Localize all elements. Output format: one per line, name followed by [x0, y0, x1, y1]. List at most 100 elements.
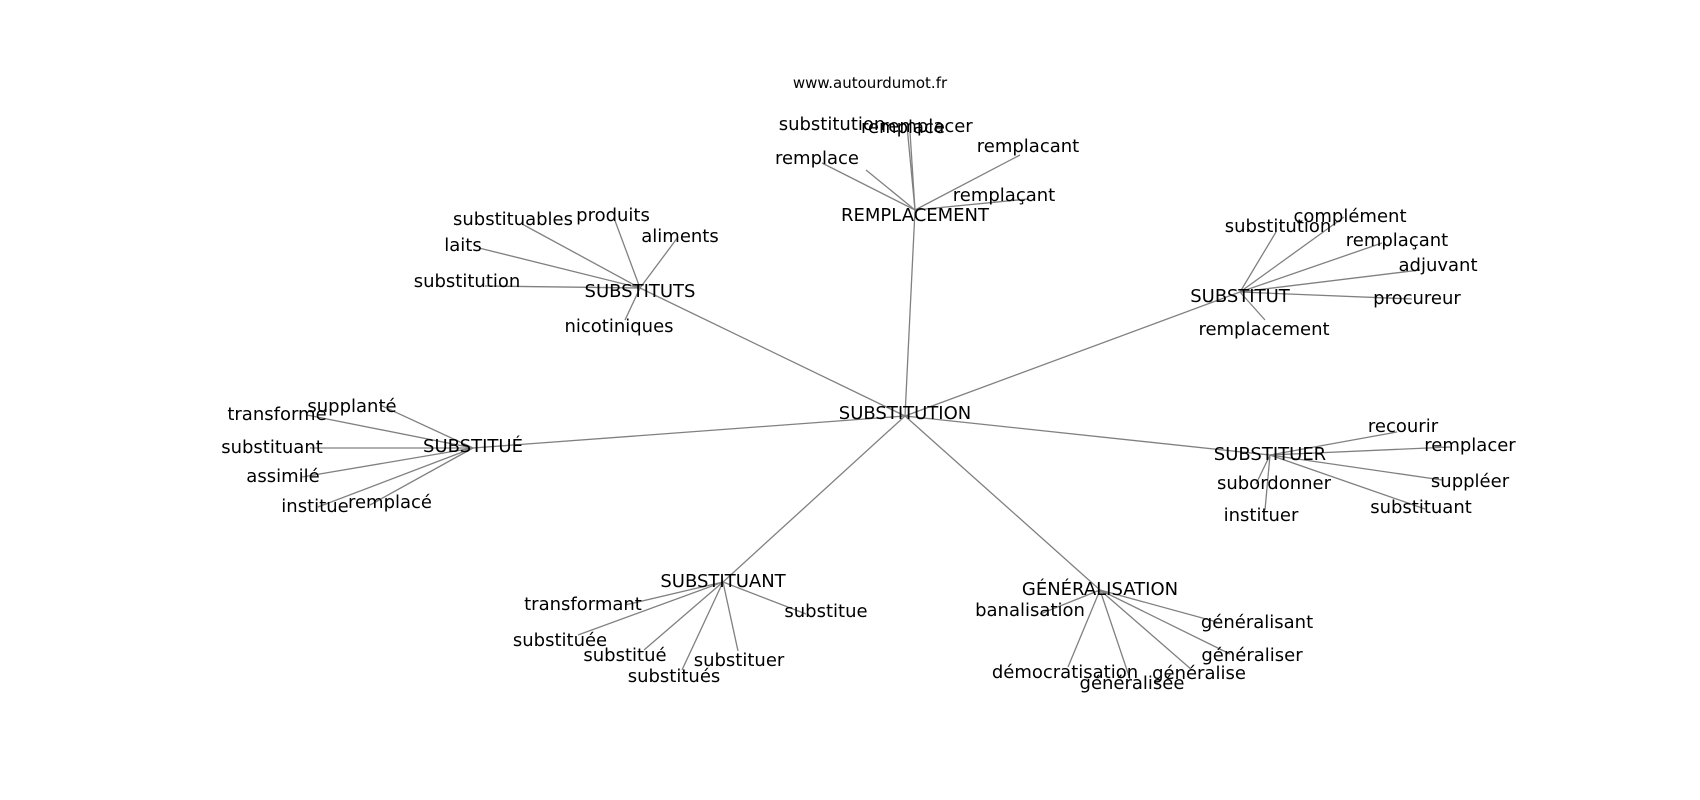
leaf-edge: [577, 581, 724, 636]
leaf-edge: [1099, 589, 1131, 680]
leaf-edge: [1269, 431, 1398, 456]
leaf-edge: [306, 414, 474, 449]
cluster-node-label: SUBSTITUÉ: [423, 435, 523, 457]
leaf-node-label: laits: [444, 235, 481, 256]
leaf-node-label: substitué: [583, 645, 666, 666]
leaf-edge: [478, 247, 641, 289]
leaf-node-label: remplacé: [348, 492, 432, 513]
leaf-node-label: remplaçant: [1346, 230, 1448, 251]
leaf-edge: [317, 447, 474, 508]
leaf-node-label: institue: [281, 496, 348, 517]
leaf-node-label: substituant: [221, 437, 323, 458]
center-node-label: SUBSTITUTION: [839, 403, 971, 424]
leaf-node-label: généralise: [1152, 663, 1246, 684]
leaf-node-label: procureur: [1373, 288, 1461, 309]
leaf-edge: [1239, 216, 1345, 293]
leaf-edge: [865, 169, 916, 211]
leaf-edge: [1067, 589, 1101, 668]
leaf-edge: [624, 581, 724, 606]
leaf-node-label: suppléer: [1431, 471, 1510, 492]
leaf-node-label: produits: [576, 205, 650, 226]
leaf-node-label: banalisation: [975, 600, 1085, 621]
cluster-node-label: GÉNÉRALISATION: [1022, 578, 1178, 600]
leaf-edge: [613, 217, 641, 289]
source-label: www.autourdumot.fr: [793, 74, 948, 92]
leaf-edge: [1239, 269, 1421, 293]
leaf-edge: [722, 581, 807, 615]
leaf-node-label: généralisant: [1201, 612, 1313, 633]
leaf-node-label: substitution: [779, 114, 886, 135]
leaf-edge: [1264, 454, 1271, 511]
leaf-edge: [821, 162, 916, 211]
leaf-node-label: généraliser: [1201, 645, 1303, 666]
leaf-edge: [301, 447, 474, 478]
labels-layer: SUBSTITUTIONREMPLACEMENTsubstitutionremp…: [221, 114, 1516, 694]
leaf-node-label: remplacer: [1424, 435, 1516, 456]
leaf-node-label: substituables: [453, 209, 573, 230]
leaf-edge: [1255, 454, 1271, 485]
leaf-node-label: remplace: [861, 117, 945, 138]
leaf-edge: [639, 236, 679, 289]
leaf-node-label: remplacer: [881, 116, 973, 137]
leaf-node-label: transformant: [524, 594, 642, 615]
leaf-node-label: subordonner: [1217, 473, 1332, 494]
leaf-node-label: adjuvant: [1398, 255, 1477, 276]
leaf-edge: [521, 223, 641, 289]
leaf-edge: [1099, 589, 1218, 623]
leaf-node-label: substitue: [784, 601, 867, 622]
leaf-edge: [1239, 231, 1277, 293]
cluster-node-label: SUBSTITUANT: [660, 571, 786, 592]
center-to-cluster-edge: [904, 209, 916, 417]
cluster-node-label: REMPLACEMENT: [841, 205, 990, 226]
leaf-edge: [914, 154, 1021, 211]
leaf-edge: [906, 125, 916, 211]
center-to-cluster-edge: [904, 415, 1101, 591]
leaf-edge: [379, 404, 474, 449]
leaf-node-label: transforme: [227, 404, 326, 425]
leaf-node-label: substitués: [628, 666, 721, 687]
leaf-node-label: démocratisation: [992, 662, 1138, 683]
cluster-node-label: SUBSTITUER: [1214, 444, 1326, 465]
leaf-edge: [914, 198, 1029, 211]
leaf-edge: [1269, 454, 1443, 481]
center-to-cluster-edge: [904, 291, 1241, 417]
leaf-edge: [1269, 446, 1451, 456]
leaf-node-label: nicotiniques: [564, 316, 673, 337]
center-to-cluster-edge: [722, 415, 906, 583]
leaf-node-label: recourir: [1368, 416, 1439, 437]
leaf-node-label: instituer: [1224, 505, 1299, 526]
leaf-edge: [1239, 242, 1383, 293]
leaf-edge: [1039, 589, 1101, 615]
leaf-node-label: remplacant: [977, 136, 1079, 157]
leaf-edge: [484, 285, 641, 289]
leaf-node-label: aliments: [641, 226, 718, 247]
leaf-node-label: complément: [1293, 206, 1406, 227]
leaf-node-label: supplanté: [307, 396, 396, 417]
leaf-node-label: substituée: [513, 630, 607, 651]
leaf-edge: [369, 447, 474, 506]
cluster-node-label: SUBSTITUT: [1190, 286, 1291, 307]
leaf-node-label: assimilé: [246, 466, 319, 487]
leaf-edge: [1239, 291, 1413, 300]
leaf-edge: [681, 581, 724, 671]
center-to-cluster-edge: [639, 287, 906, 417]
leaf-edge: [1099, 589, 1231, 655]
leaf-node-label: substituant: [1370, 497, 1472, 518]
leaf-node-label: remplace: [775, 148, 859, 169]
leaf-edge: [643, 581, 724, 651]
edges-layer: [301, 125, 1451, 680]
leaf-node-label: substitution: [1225, 216, 1332, 237]
center-to-cluster-edge: [472, 415, 906, 449]
leaf-edge: [1239, 291, 1266, 321]
leaf-edge: [624, 287, 641, 321]
leaf-node-label: substituer: [694, 650, 785, 671]
leaf-node-label: généralisée: [1080, 673, 1185, 694]
leaf-node-label: remplacement: [1198, 319, 1329, 340]
center-to-cluster-edge: [904, 415, 1271, 456]
leaf-node-label: remplaçant: [953, 185, 1055, 206]
leaf-edge: [1099, 589, 1193, 671]
leaf-edge: [1269, 454, 1426, 510]
cluster-node-label: SUBSTITUTS: [585, 281, 696, 302]
leaf-node-label: substitution: [414, 271, 521, 292]
